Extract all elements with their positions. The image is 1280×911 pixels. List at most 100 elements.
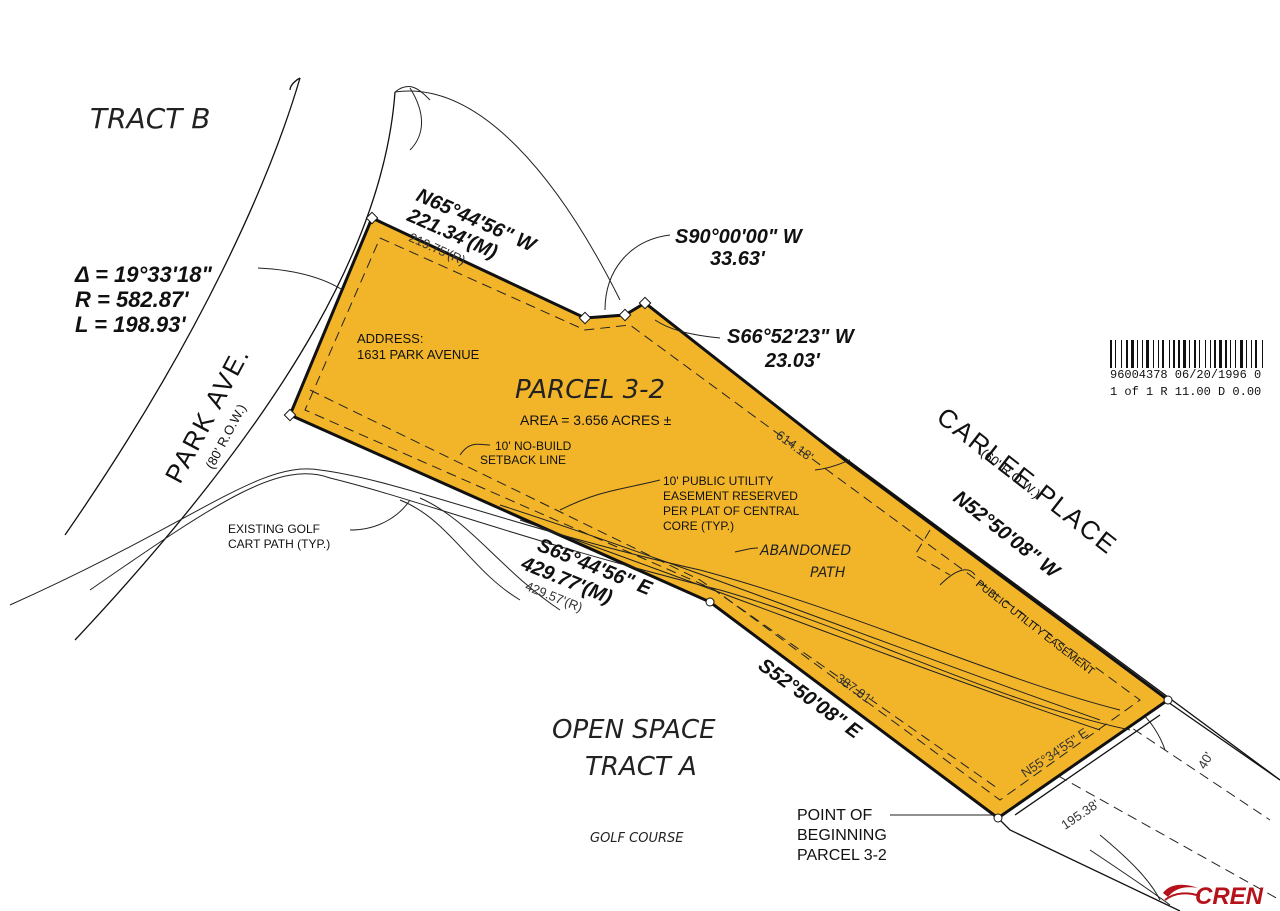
pob-line1: POINT OF	[797, 807, 872, 824]
barcode-bar	[1205, 340, 1206, 368]
curve-radius: R = 582.87'	[75, 287, 189, 312]
carlee-south-edge	[999, 819, 1181, 911]
carlee-lot-edge	[1014, 714, 1161, 816]
barcode-bar	[1246, 340, 1247, 368]
carlee-dash-2	[1119, 719, 1271, 821]
cren-logo-text: CREN	[1195, 883, 1264, 910]
barcode-bar	[1178, 340, 1180, 368]
barcode-bar	[1142, 340, 1143, 368]
abandoned-line2: PATH	[810, 565, 846, 581]
curve-delta: Δ = 19°33'18"	[74, 262, 212, 287]
parcel-area: AREA = 3.656 ACRES ±	[520, 412, 672, 428]
utility-line2: EASEMENT RESERVED	[663, 489, 798, 503]
cren-swoosh-icon-2	[1164, 892, 1201, 901]
barcode-bar	[1126, 340, 1128, 368]
monument-n1	[578, 311, 592, 325]
barcode-bar	[1230, 340, 1231, 368]
golf-path-line1: EXISTING GOLF	[228, 522, 320, 536]
carlee-curve-2	[1099, 834, 1161, 901]
curve-leader	[257, 267, 351, 296]
address-title: ADDRESS:	[357, 331, 423, 346]
dim-40: 40'	[1195, 749, 1216, 771]
tract-b-leader	[394, 86, 431, 101]
setback-leader	[459, 443, 491, 456]
barcode-bar	[1240, 340, 1243, 368]
barcode	[1110, 340, 1263, 368]
utility-line1: 10' PUBLIC UTILITY	[663, 474, 773, 488]
pue-box	[914, 529, 951, 576]
abandoned-line1: ABANDONED	[759, 543, 851, 559]
monument-e	[1163, 695, 1173, 705]
monument-w	[283, 408, 297, 422]
barcode-bar	[1262, 340, 1263, 368]
barcode-bar	[1121, 340, 1122, 368]
utility-leader-2	[814, 459, 851, 471]
cren-logo: CREN	[1163, 883, 1264, 910]
barcode-bar	[1214, 340, 1216, 368]
barcode-bar	[1153, 340, 1154, 368]
golf-cart-path-3	[399, 499, 521, 601]
s90-distance: 33.63'	[710, 248, 766, 270]
barcode-bar	[1199, 340, 1200, 368]
carlee-cul-edge	[1164, 699, 1280, 781]
utility-line3: PER PLAT OF CENTRAL	[663, 504, 800, 518]
setback-line2: SETBACK LINE	[480, 453, 566, 467]
parcel-3-2-area	[288, 215, 1171, 820]
address-value: 1631 PARK AVENUE	[357, 347, 480, 362]
barcode-bar	[1115, 340, 1116, 368]
barcode-bar	[1173, 340, 1175, 368]
barcode-bar	[1189, 340, 1190, 368]
barcode-bar	[1219, 340, 1222, 368]
barcode-bar	[1137, 340, 1138, 368]
park-ave-west-edge	[64, 77, 301, 536]
barcode-bar	[1146, 340, 1149, 368]
barcode-bar	[1110, 340, 1112, 368]
barcode-bar	[1169, 340, 1170, 368]
abandoned-path-2	[519, 519, 1101, 731]
pob-line2: BEGINNING	[797, 827, 887, 844]
barcode-bar	[1183, 340, 1186, 368]
golf-course-label: GOLF COURSE	[590, 831, 684, 846]
open-space-line2: TRACT A	[585, 752, 697, 782]
golf-path-line2: CART PATH (TYP.)	[228, 537, 330, 551]
barcode-bar	[1251, 340, 1252, 368]
golf-cart-path-2	[89, 473, 1131, 731]
barcode-bar	[1210, 340, 1211, 368]
dim-195: 195.38'	[1058, 796, 1101, 832]
parcel-name: PARCEL 3-2	[515, 375, 665, 405]
abandoned-path-1	[499, 504, 1101, 721]
utility-line4: CORE (TYP.)	[663, 519, 734, 533]
park-ave-east-edge	[74, 91, 396, 641]
s66-distance: 23.03'	[764, 350, 821, 372]
north-arc	[394, 90, 621, 301]
monument-nw	[365, 211, 379, 225]
barcode-bar	[1158, 340, 1159, 368]
recording-stamp: 96004378 06/20/1996 0 1 of 1 R 11.00 D 0…	[1110, 340, 1263, 399]
pob-line3: PARCEL 3-2	[797, 847, 887, 864]
setback-inner-line	[304, 237, 1141, 801]
carlee-curve-1	[1089, 849, 1171, 906]
s66-leader	[654, 319, 721, 339]
barcode-bar	[1255, 340, 1257, 368]
tract-b-label: TRACT B	[90, 102, 210, 135]
golf-cart-path-4	[419, 497, 561, 611]
curve-length: L = 198.93'	[75, 312, 186, 337]
recording-line1: 96004378 06/20/1996 0	[1110, 368, 1261, 382]
barcode-bar	[1162, 340, 1164, 368]
monument-s	[705, 597, 715, 607]
utility-leader	[559, 479, 661, 511]
monument-pob	[993, 813, 1003, 823]
s66-bearing: S66°52'23" W	[727, 326, 856, 348]
s90-bearing: S90°00'00" W	[675, 226, 804, 248]
pue-leader	[939, 569, 976, 586]
golf-path-leader	[349, 499, 411, 531]
barcode-bar	[1131, 340, 1134, 368]
park-ave-west-edge-inner	[289, 77, 301, 91]
open-space-line1: OPEN SPACE	[552, 715, 716, 745]
setback-line-2	[309, 389, 1001, 791]
setback-line1: 10' NO-BUILD	[495, 439, 572, 453]
s90-leader	[604, 234, 671, 311]
barcode-bar	[1194, 340, 1196, 368]
abandoned-leader	[734, 547, 759, 553]
